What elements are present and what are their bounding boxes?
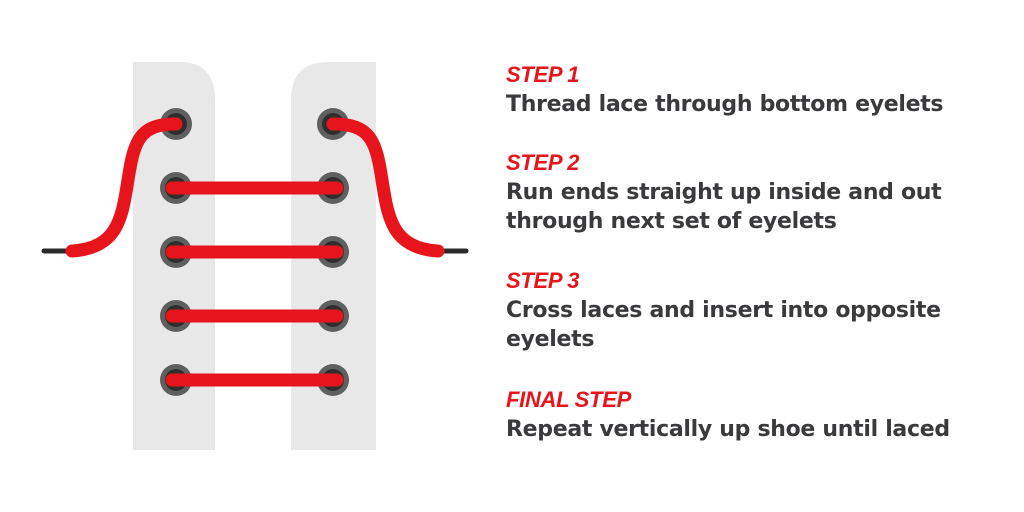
step-1-title: STEP 1	[506, 62, 580, 87]
left-lace-end	[65, 117, 183, 258]
step-1: STEP 1 Thread lace through bottom eyelet…	[506, 60, 1006, 119]
step-3: STEP 3 Cross laces and insert into oppos…	[506, 266, 1006, 354]
final-step: FINAL STEP Repeat vertically up shoe unt…	[506, 385, 1006, 444]
step-1-text: Thread lace through bottom eyelets	[506, 92, 944, 117]
lacing-diagram	[41, 62, 469, 450]
right-lace-end	[326, 117, 445, 258]
straight-lace-bars	[165, 181, 344, 387]
step-3-text: Cross laces and insert into opposite eye…	[506, 298, 941, 352]
final-step-title: FINAL STEP	[506, 387, 631, 412]
final-step-text: Repeat vertically up shoe until laced	[506, 417, 950, 442]
step-3-title: STEP 3	[506, 268, 580, 293]
step-2: STEP 2 Run ends straight up inside and o…	[506, 148, 1006, 236]
step-2-title: STEP 2	[506, 150, 580, 175]
step-2-text: Run ends straight up inside and out thro…	[506, 180, 942, 234]
